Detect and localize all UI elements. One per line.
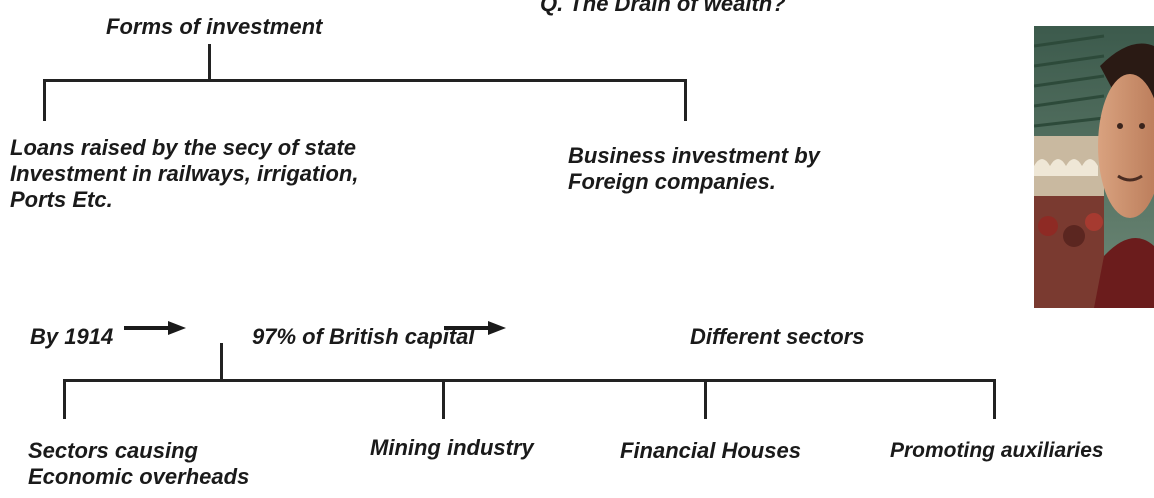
arrow-right-icon <box>124 321 186 335</box>
bottom-tree-crossbar <box>63 379 996 382</box>
branch-mining-industry: Mining industry <box>370 435 534 460</box>
question-heading: Q. The Drain of wealth? <box>540 0 786 16</box>
bottom-tree-stem <box>220 343 223 381</box>
top-tree-right-drop <box>684 79 687 121</box>
branch-financial-houses: Financial Houses <box>620 438 801 463</box>
top-tree-crossbar <box>43 79 687 82</box>
branch-business-investment: Business investment by Foreign companies… <box>568 143 820 194</box>
bottom-tree-drop-1 <box>63 379 66 419</box>
label-british-capital: 97% of British capital <box>252 324 475 349</box>
branch-loans-raised: Loans raised by the secy of state Invest… <box>10 135 359 212</box>
branch-promoting-auxiliaries: Promoting auxiliaries <box>890 439 1104 462</box>
label-different-sectors: Different sectors <box>690 324 865 349</box>
root-label-forms-of-investment: Forms of investment <box>106 14 323 39</box>
movie-still-photo <box>1034 26 1154 308</box>
photo-illustration <box>1034 26 1154 308</box>
arrow-right-icon <box>444 321 506 335</box>
bottom-tree-drop-3 <box>704 379 707 419</box>
top-tree-stem <box>208 44 211 81</box>
branch-sectors-causing: Sectors causing Economic overheads <box>28 438 250 489</box>
bottom-tree-drop-2 <box>442 379 445 419</box>
label-by-1914: By 1914 <box>30 324 114 349</box>
bottom-tree-drop-4 <box>993 379 996 419</box>
top-tree-left-drop <box>43 79 46 121</box>
